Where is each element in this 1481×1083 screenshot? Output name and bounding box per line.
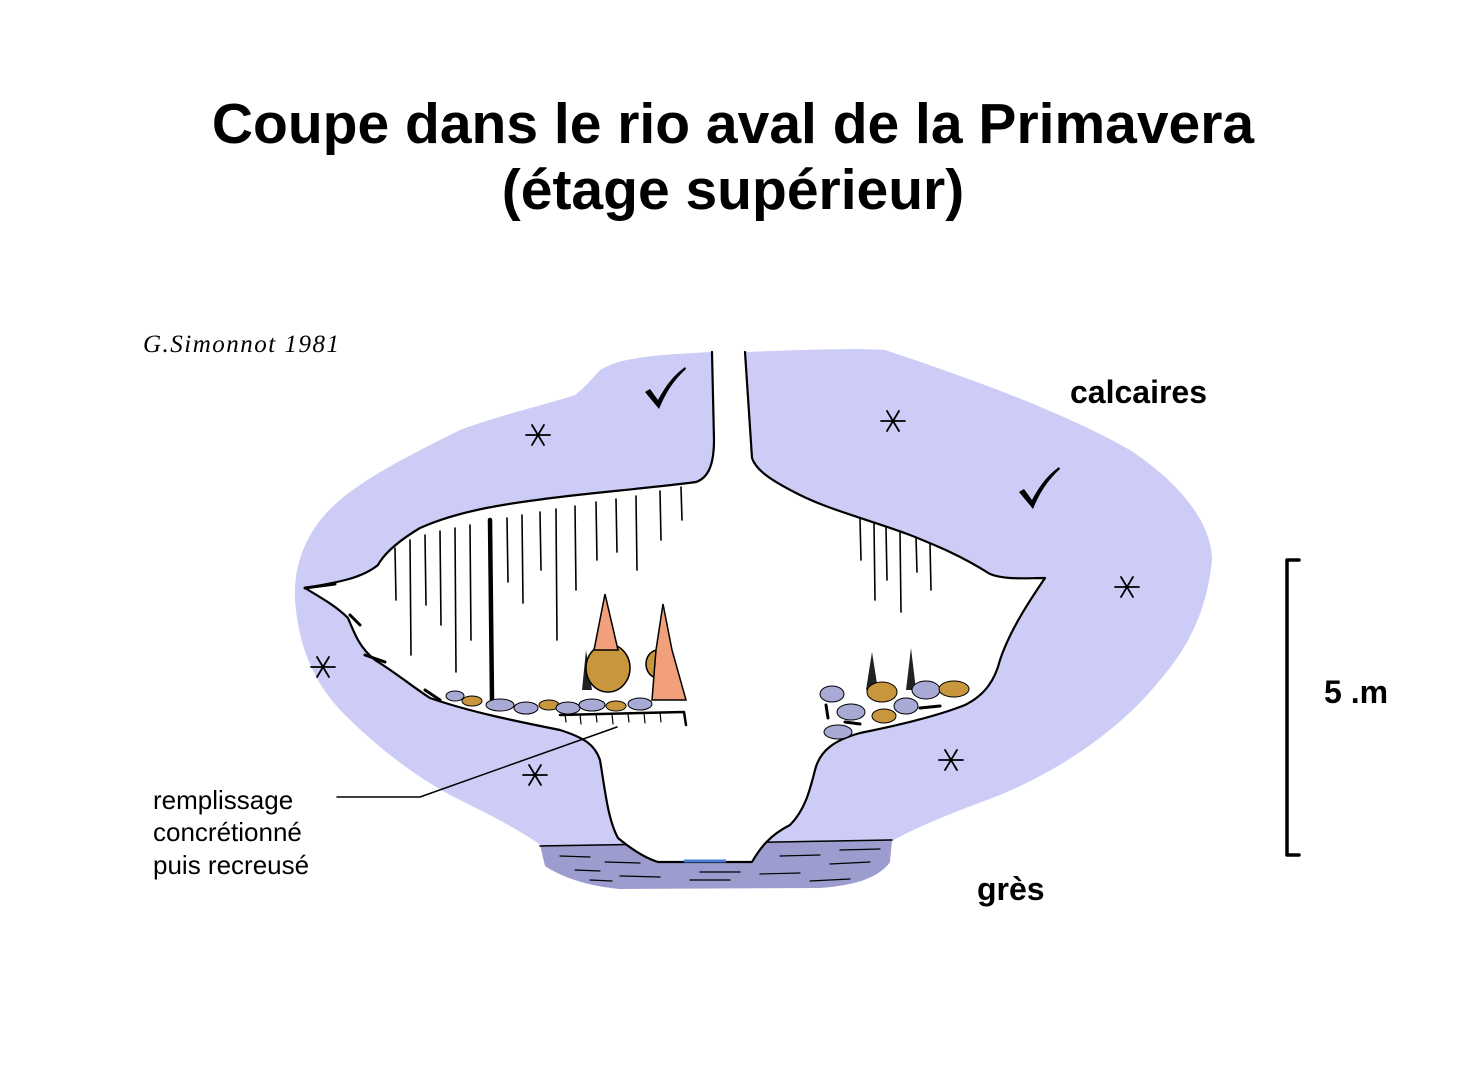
fill-remnant-edge: [558, 710, 688, 727]
stalactite: [521, 514, 524, 604]
cave-void: [305, 352, 1045, 862]
scale-label: 5 .m: [1324, 674, 1388, 710]
pebble: [485, 698, 515, 712]
stalactite: [595, 501, 598, 561]
stalactite: [454, 527, 457, 673]
stalactite: [615, 498, 618, 553]
concretion: [866, 681, 898, 703]
pebble: [893, 697, 919, 715]
stalactite: [555, 508, 558, 641]
pebble: [578, 698, 606, 712]
stalagmite-base: [585, 643, 631, 693]
pebble: [911, 680, 941, 700]
pebble: [627, 697, 653, 711]
stalagmite-orange: [651, 603, 687, 701]
dark-stalagmite: [906, 648, 916, 690]
stalactite: [469, 524, 472, 641]
fill-note-leader-line: [336, 726, 618, 798]
pebble: [819, 685, 845, 703]
concretion: [461, 695, 483, 707]
pebble: [513, 701, 539, 715]
stalactite: [873, 522, 876, 601]
stalactite: [915, 536, 918, 573]
stalactite: [409, 539, 412, 656]
stalactite: [394, 547, 397, 601]
stalactite: [506, 517, 509, 583]
dark-stalagmite: [866, 652, 878, 690]
dark-concretion-marks: [824, 703, 942, 726]
fill-note-line2: concrétionné: [153, 817, 302, 847]
star-symbol: [938, 749, 964, 771]
wall-ledge-marks: [303, 582, 442, 702]
stalactite: [885, 526, 888, 581]
limestone-label: calcaires: [1070, 374, 1207, 410]
concretion: [938, 680, 970, 698]
author-signature: G.Simonnot 1981: [143, 331, 341, 358]
stalactite: [574, 505, 577, 591]
stalactite: [659, 490, 662, 541]
star-symbol: [525, 424, 551, 446]
star-symbol: [880, 410, 906, 432]
cave-outline: [303, 350, 1047, 864]
pebble: [836, 703, 866, 721]
stalactite: [439, 530, 442, 626]
stalactite: [680, 486, 683, 521]
stalactite: [899, 530, 902, 613]
fill-note-line1: remplissage: [153, 785, 293, 815]
fill-note-line3: puis recreusé: [153, 850, 309, 880]
stalactite: [424, 534, 427, 606]
sandstone-texture: [559, 848, 881, 882]
sandstone-label: grès: [977, 871, 1045, 907]
concretion: [605, 700, 627, 712]
pebble: [823, 724, 853, 740]
fill-hatching: [564, 711, 662, 725]
stalagmite-orange: [593, 593, 619, 651]
stalactite: [539, 511, 542, 571]
checkmark-symbol: [645, 367, 686, 409]
star-symbol: [1114, 576, 1140, 598]
stalactite: [929, 542, 932, 591]
stalactite: [859, 518, 862, 561]
checkmark-symbol: [1019, 467, 1060, 509]
star-symbol: [310, 656, 336, 678]
stalactite: [635, 495, 638, 571]
diagram-title-line1: Coupe dans le rio aval de la Primavera: [212, 92, 1256, 156]
scale-bar: [1285, 558, 1301, 857]
pebble: [555, 701, 581, 715]
diagram-title-line2: (étage supérieur): [502, 158, 964, 222]
star-symbol: [522, 764, 548, 786]
concretion: [871, 708, 897, 724]
pebble: [445, 690, 465, 702]
stalactite-column: [487, 517, 495, 703]
